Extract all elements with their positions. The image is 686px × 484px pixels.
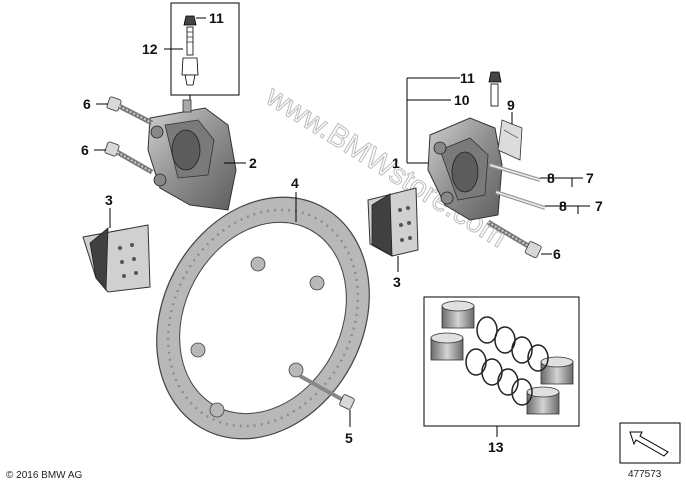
- callout-2: 2: [249, 155, 257, 171]
- right-brake-caliper-part-1: [427, 117, 503, 221]
- callout-6-c: 6: [553, 246, 561, 262]
- disc-bolt-part-5: [299, 374, 355, 410]
- pad-pin-part-8-upper: [489, 163, 541, 182]
- piston-lower-right: [526, 386, 560, 415]
- callout-7-lower: 7: [595, 198, 603, 214]
- copyright-text: © 2016 BMW AG: [6, 470, 83, 481]
- callout-3-left: 3: [105, 192, 113, 208]
- bleeder-cap-part-11: [183, 15, 197, 26]
- callout-6-b: 6: [81, 142, 89, 158]
- right-brake-pad-part-3: [367, 187, 419, 257]
- caliper-bolt-part-6-lower: [104, 141, 154, 175]
- piston-mid-left: [430, 332, 464, 361]
- callout-6-a: 6: [83, 96, 91, 112]
- seal-ring: [511, 336, 533, 364]
- callout-13: 13: [488, 439, 504, 455]
- bleeder-cap-part-11-right: [488, 71, 502, 83]
- diagram-number: 477573: [628, 469, 662, 480]
- seal-ring: [497, 368, 519, 396]
- diagram-arrow-icon: [619, 422, 681, 464]
- piston-mid-right: [540, 356, 574, 385]
- bleeder-valve-part-12: [181, 26, 199, 86]
- callout-11-right: 11: [460, 70, 475, 86]
- callout-11-top: 11: [209, 10, 224, 26]
- callout-10: 10: [454, 92, 470, 108]
- piston-kit-part-13: [430, 300, 574, 415]
- bleeder-valve-part-10: [490, 83, 499, 107]
- pad-pin-part-8-lower: [495, 190, 546, 210]
- caliper-bolt-part-6-right: [486, 219, 542, 259]
- left-brake-pad-part-3: [82, 224, 151, 293]
- callout-12: 12: [142, 41, 158, 57]
- seal-ring: [465, 348, 487, 376]
- callout-8-upper: 8: [547, 170, 555, 186]
- seal-ring: [476, 316, 498, 344]
- brake-disc-part-4: [156, 196, 370, 440]
- callout-4: 4: [291, 175, 299, 191]
- callout-7-upper: 7: [586, 170, 594, 186]
- piston-upper-left: [441, 300, 475, 329]
- seal-ring: [527, 344, 549, 372]
- seal-ring: [481, 358, 503, 386]
- left-brake-caliper-part-2: [147, 99, 237, 211]
- pad-spring-part-9: [497, 119, 523, 161]
- callout-9: 9: [507, 97, 515, 113]
- caliper-bolt-part-6-upper: [106, 96, 154, 126]
- seal-ring: [511, 378, 533, 406]
- callout-1: 1: [392, 155, 400, 171]
- piston-kit-box: [423, 296, 580, 427]
- callout-3-right: 3: [393, 274, 401, 290]
- callout-8-lower: 8: [559, 198, 567, 214]
- callout-5: 5: [345, 430, 353, 446]
